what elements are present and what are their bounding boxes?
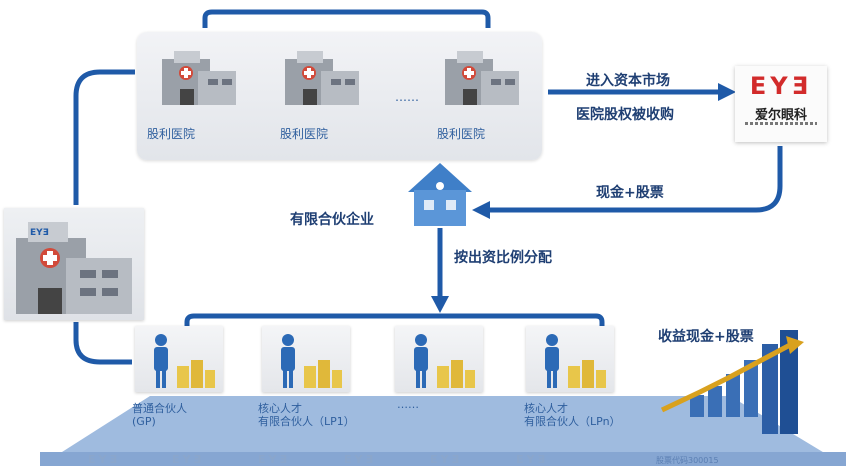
eye-logo-mark: EYƎ bbox=[749, 72, 813, 100]
svg-text:EYƎ: EYƎ bbox=[30, 228, 49, 238]
stock-code: 股票代码300015 bbox=[656, 456, 719, 465]
house-icon bbox=[408, 163, 472, 226]
hospital-label: 股利医院 bbox=[280, 127, 329, 141]
to-market-label: 进入资本市场 bbox=[586, 73, 670, 89]
partner-gp bbox=[135, 326, 223, 392]
floor-logo: EYƎ bbox=[344, 453, 376, 466]
hospital-ellipsis: …… bbox=[395, 90, 419, 104]
hospital-label: 股利医院 bbox=[147, 127, 196, 141]
floor-front bbox=[40, 452, 846, 466]
hospital-label: 股利医院 bbox=[437, 127, 486, 141]
growth-chart-icon bbox=[660, 330, 804, 434]
partner-more bbox=[395, 326, 483, 392]
partner-label-lp1: 核心人才 有限合伙人（LP1） bbox=[258, 402, 355, 428]
left-loop-upper bbox=[73, 69, 135, 205]
hospital-icon bbox=[160, 45, 240, 111]
partner-label-gp: 普通合伙人 (GP) bbox=[132, 402, 187, 428]
hospital-bracket-top bbox=[202, 9, 491, 28]
acquired-label: 医院股权被收购 bbox=[576, 107, 674, 123]
partner-label-more: …… bbox=[397, 398, 419, 411]
eye-logo-name: 爱尔眼科 bbox=[754, 108, 807, 123]
floor-logo: EYƎ bbox=[430, 453, 462, 466]
floor-logo: EYƎ bbox=[172, 453, 204, 466]
returns-label: 收益现金+股票 bbox=[658, 329, 754, 345]
floor-logo: EYƎ bbox=[258, 453, 290, 466]
distribute-label: 按出资比例分配 bbox=[454, 250, 552, 266]
floor-logo: EYƎ bbox=[516, 453, 548, 466]
person-coins-icon bbox=[154, 334, 215, 388]
arrow-to-partnership bbox=[472, 201, 490, 219]
aier-eye-logo: EYƎ 爱尔眼科 bbox=[735, 66, 827, 142]
hospital-icon bbox=[283, 45, 363, 111]
floor-top bbox=[40, 396, 846, 466]
floor-logo: EYƎ bbox=[88, 453, 120, 466]
cash-stock-label: 现金+股票 bbox=[596, 185, 664, 201]
person-coins-icon bbox=[414, 334, 475, 388]
arrow-to-eye bbox=[718, 83, 736, 101]
person-coins-icon bbox=[281, 334, 342, 388]
partner-lpn bbox=[526, 326, 614, 392]
eye-logo-subline bbox=[745, 122, 817, 125]
partner-lp1 bbox=[262, 326, 350, 392]
hospital-icon bbox=[443, 45, 523, 111]
partner-label-lpn: 核心人才 有限合伙人（LPn） bbox=[524, 402, 621, 428]
partnership-label: 有限合伙企业 bbox=[290, 212, 374, 228]
arrow-to-partners bbox=[431, 296, 449, 313]
main-hospital-panel: EYƎ bbox=[4, 208, 144, 320]
partner-bracket-top bbox=[184, 313, 605, 330]
person-coins-icon bbox=[545, 334, 606, 388]
hospital-icon: EYƎ bbox=[16, 222, 132, 314]
left-loop-lower bbox=[73, 322, 132, 365]
